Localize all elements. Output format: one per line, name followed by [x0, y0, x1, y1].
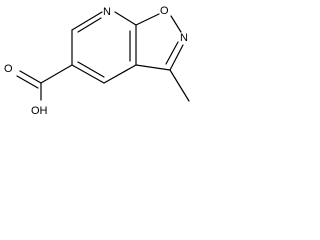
bond-c5-carboxyl	[40, 64, 73, 84]
bond-o-n	[170, 15, 182, 33]
bond-c7a-o	[135, 13, 160, 26]
carbonyl-oxygen-label: O	[4, 63, 13, 75]
bond-c5-c4	[71, 64, 105, 84]
bond-n1-c6	[71, 11, 103, 31]
bond-n1-c7a	[114, 11, 137, 26]
bond-n-c3	[169, 44, 184, 71]
bond-c3-c3a	[135, 64, 171, 71]
ring-oxygen-label: O	[160, 5, 169, 17]
pyridine-nitrogen-label: N	[103, 6, 111, 18]
bond-c3-methyl	[169, 69, 190, 102]
bond-c4-c3a	[103, 64, 137, 84]
chemical-structure-diagram: N O N OH O	[4, 5, 190, 117]
bond-n-c3-double	[165, 41, 179, 65]
bond-carbonyl-2	[16, 75, 39, 89]
bond-carbonyl-1	[19, 70, 42, 84]
bond-c5-c4-double	[77, 61, 105, 78]
isoxazole-nitrogen-label: N	[180, 32, 188, 44]
bond-n1-c6-double	[77, 17, 102, 33]
hydroxyl-label: OH	[31, 105, 48, 117]
